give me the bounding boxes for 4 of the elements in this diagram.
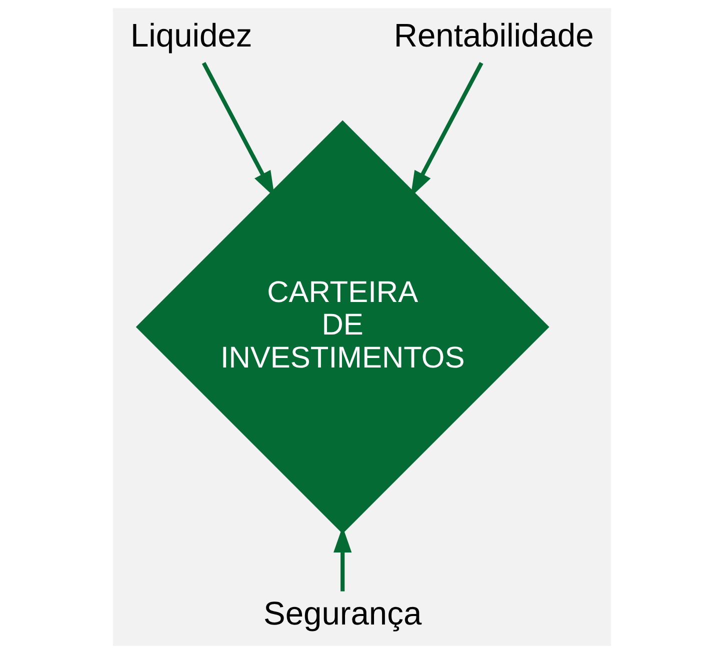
- node-text: Segurança: [264, 594, 422, 632]
- node-text: Liquidez: [130, 16, 252, 54]
- node-diamond: CARTEIRA DE INVESTIMENTOS: [136, 120, 550, 534]
- node-text: Rentabilidade: [394, 16, 594, 54]
